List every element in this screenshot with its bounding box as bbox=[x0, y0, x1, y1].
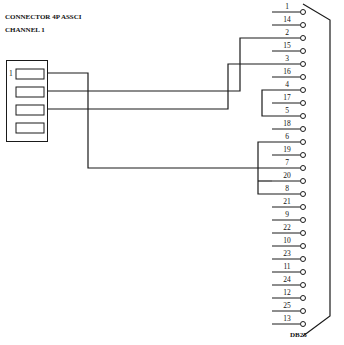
connector-heading: CONNECTOR 4P ASSCI CHANNEL 1 bbox=[5, 11, 85, 37]
pin-number: 9 bbox=[276, 211, 298, 219]
edge-layer bbox=[48, 38, 272, 168]
signal-wire bbox=[48, 64, 272, 109]
pin-number: 19 bbox=[276, 146, 298, 154]
pin-number: 15 bbox=[276, 42, 298, 50]
pin-number: 23 bbox=[276, 250, 298, 258]
pin-number: 20 bbox=[276, 172, 298, 180]
jumper-wire bbox=[258, 180, 272, 181]
pin-number: 3 bbox=[276, 55, 298, 63]
connector-slot bbox=[16, 123, 44, 133]
connector-slot bbox=[16, 69, 44, 79]
connector-name: DB25 bbox=[290, 331, 330, 339]
pin-number: 1 bbox=[9, 69, 17, 78]
pin-number: 1 bbox=[276, 3, 298, 11]
pin-number: 5 bbox=[276, 107, 298, 115]
connector-slot bbox=[16, 105, 44, 115]
pin-number: 25 bbox=[276, 302, 298, 310]
db25-shell bbox=[272, 2, 336, 342]
jumper-wires bbox=[258, 90, 272, 194]
jumper-wire bbox=[262, 90, 272, 116]
connector-4p: CONNECTOR 4P ASSCI CHANNEL 11 bbox=[6, 60, 48, 142]
pin-number: 6 bbox=[276, 133, 298, 141]
pin-number: 12 bbox=[276, 289, 298, 297]
connector-slots bbox=[7, 61, 47, 141]
pin-number: 10 bbox=[276, 237, 298, 245]
connector-slot bbox=[16, 87, 44, 97]
pin-number: 24 bbox=[276, 276, 298, 284]
pin-number: 4 bbox=[276, 81, 298, 89]
pin-number: 18 bbox=[276, 120, 298, 128]
pin-number: 21 bbox=[276, 198, 298, 206]
pin-number: 22 bbox=[276, 224, 298, 232]
pin-number: 11 bbox=[276, 263, 298, 271]
signal-wire bbox=[48, 73, 272, 168]
pin-number: 8 bbox=[276, 185, 298, 193]
pin-number: 2 bbox=[276, 29, 298, 37]
pin-number: 16 bbox=[276, 68, 298, 76]
db25-connector: DB25 1 14 2 15 3 16 4 17 5 18 6 19 7 20 8 21 9 22 10 23 11 24 1… bbox=[272, 2, 336, 342]
pin-number: 13 bbox=[276, 315, 298, 323]
pin-number: 14 bbox=[276, 16, 298, 24]
shell-outline bbox=[303, 4, 330, 336]
pin-number: 7 bbox=[276, 159, 298, 167]
pin-number: 17 bbox=[276, 94, 298, 102]
